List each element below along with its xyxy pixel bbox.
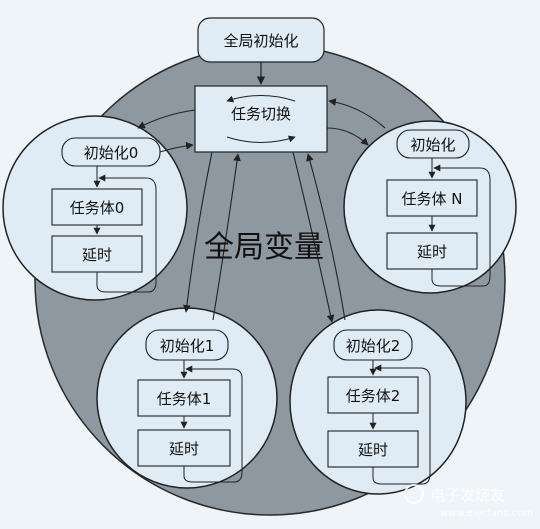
task-0-delay-label: 延时 xyxy=(82,246,112,264)
arrow-taskn-to-switch xyxy=(328,98,386,129)
watermark: 电子发烧友 www.elecfans.com xyxy=(404,484,533,519)
task-0-body-box xyxy=(51,188,143,226)
task-1-init-label: 初始化1 xyxy=(160,337,215,355)
task-n-body-box xyxy=(386,179,478,217)
task-2-body-box xyxy=(327,376,419,414)
task-2-body-label: 任务体2 xyxy=(346,387,401,405)
arrow-task0-to-switch xyxy=(159,141,194,153)
arrow-switch-to-task1 xyxy=(183,151,213,313)
global-init-label: 全局初始化 xyxy=(223,32,298,50)
switch-cycle-arrow-bottom xyxy=(226,135,296,143)
task-2-delay-box xyxy=(327,430,419,468)
task-0-loop-arrow xyxy=(96,174,157,293)
task-2-init-label: 初始化2 xyxy=(346,337,401,355)
task-n-delay-label: 延时 xyxy=(417,243,447,261)
task-switch-box xyxy=(194,85,328,153)
task-1-body-label: 任务体1 xyxy=(157,390,212,408)
watermark-url: www.elecfans.com xyxy=(440,508,533,519)
task-switch-label: 任务切换 xyxy=(231,105,291,123)
switch-cycle-arrow-top xyxy=(226,95,296,103)
task-n-loop-arrow xyxy=(431,164,491,287)
task-1-group: 初始化1 任务体1 延时 xyxy=(96,307,278,489)
task-n-delay-box xyxy=(386,232,478,270)
task-1-delay-label: 延时 xyxy=(169,440,199,458)
task-2-loop-arrow xyxy=(372,364,431,485)
task-n-init-label: 初始化 xyxy=(410,136,455,154)
task-2-delay-label: 延时 xyxy=(358,441,388,459)
task-2-group: 初始化2 任务体2 延时 xyxy=(289,309,467,495)
global-variables-label: 全局变量 xyxy=(204,230,324,265)
arrow-switch-to-task0 xyxy=(137,109,196,129)
arrow-switch-to-task2 xyxy=(292,151,335,323)
task-n-group: 初始化 任务体 N 延时 xyxy=(343,120,517,294)
task-1-body-box xyxy=(137,379,231,417)
watermark-logo-icon xyxy=(404,484,424,504)
task-0-init-label: 初始化0 xyxy=(84,144,139,162)
arrow-task2-to-switch xyxy=(306,153,346,321)
task-0-delay-box xyxy=(51,235,143,273)
watermark-text: 电子发烧友 xyxy=(430,486,505,504)
task-1-delay-box xyxy=(137,429,231,467)
arrow-task1-to-switch xyxy=(212,153,241,321)
task-n-body-label: 任务体 N xyxy=(402,190,463,208)
task-0-body-label: 任务体0 xyxy=(70,199,125,217)
task-1-loop-arrow xyxy=(183,365,243,483)
task-1-init-box xyxy=(145,329,229,361)
switch-task-arrows xyxy=(137,98,386,323)
task-0-group: 初始化0 任务体0 延时 xyxy=(2,115,188,301)
arrow-switch-to-taskn xyxy=(326,127,369,146)
task-n-init-box xyxy=(396,129,470,159)
